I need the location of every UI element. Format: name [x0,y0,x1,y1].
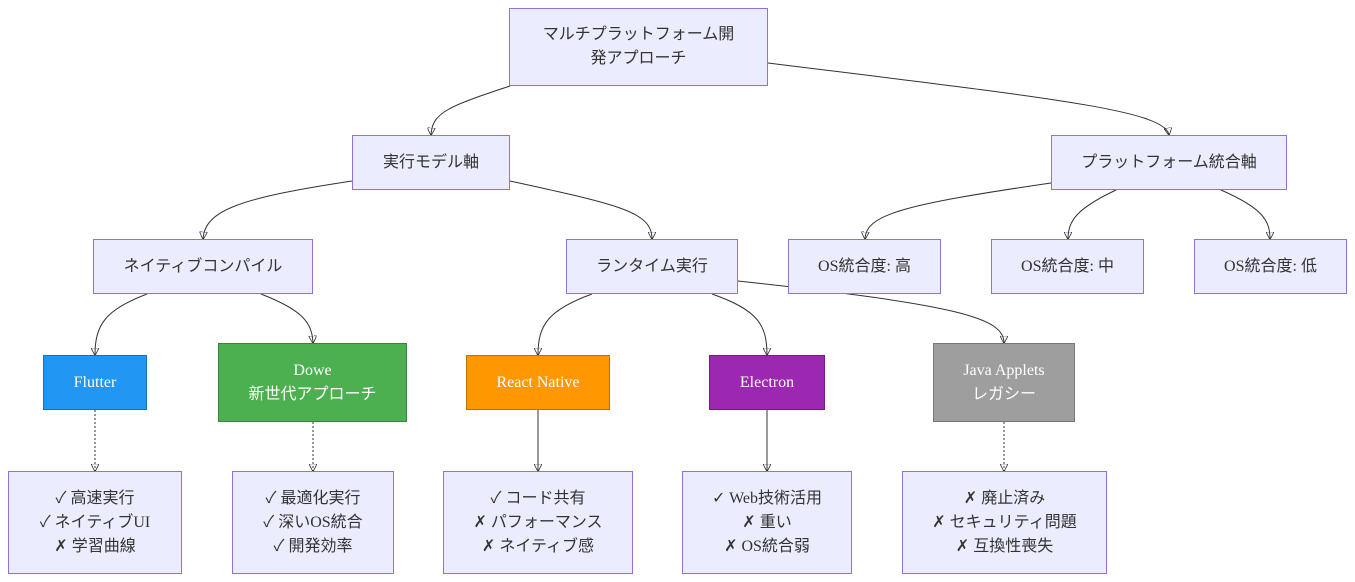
edge-native-flutter [95,293,148,355]
edge-native-dowe [260,293,313,343]
node-label-line: 実行モデル軸 [382,153,479,171]
edge-platform-os-low [1220,189,1270,239]
node-label-line: プラットフォーム統合軸 [1081,153,1257,171]
node-label-line: ✓ 高速実行 [55,489,135,507]
node-label-line: Dowe [293,361,332,379]
os-integration-low-node: OS統合度: 低 [1194,239,1347,294]
edge-runtime-electron [711,293,767,355]
node-label-line: ✗ 学習曲線 [54,537,136,555]
edge-root-execution [431,85,511,135]
node-label-line: 発アプローチ [590,50,687,67]
node-label-line: ✗ 重い [742,513,792,531]
node-label-line: ✓ 開発効率 [273,537,353,555]
java-applets-notes-node: ✗ 廃止済み ✗ セキュリティ問題 ✗ 互換性喪失 [902,471,1107,574]
react-native-node: React Native [466,355,610,410]
edge-root-platform [767,62,1169,135]
edge-execution-native [203,180,353,239]
runtime-exec-node: ランタイム実行 [566,239,738,294]
node-label-line: OS統合度: 高 [818,257,911,275]
platform-integration-axis-node: プラットフォーム統合軸 [1051,135,1287,190]
flutter-node: Flutter [43,355,147,410]
edge-execution-runtime [509,180,652,239]
dowe-node: Dowe 新世代アプローチ [218,343,407,422]
electron-node: Electron [709,355,825,410]
node-label-line: ✓ 深いOS統合 [263,513,363,531]
electron-notes-node: ✓ Web技術活用 ✗ 重い ✗ OS統合弱 [682,471,852,574]
root-node: マルチプラットフォーム開発アプローチ [509,8,768,86]
node-label-line: ✗ パフォーマンス [473,513,603,531]
node-label-line: ネイティブコンパイル [123,257,283,275]
node-label-line: OS統合度: 中 [1021,257,1114,275]
node-label-line: ✗ 互換性喪失 [955,537,1054,555]
java-applets-node: Java Applets レガシー [933,343,1075,422]
node-label-line: ランタイム実行 [596,257,708,275]
node-label-line: ✓ 最適化実行 [265,489,361,507]
node-label-line: Java Applets [963,361,1045,379]
os-integration-mid-node: OS統合度: 中 [991,239,1144,294]
node-label-line: ✗ OS統合弱 [724,537,810,555]
native-compile-node: ネイティブコンパイル [93,239,313,294]
edge-runtime-react [538,293,593,355]
execution-model-axis-node: 実行モデル軸 [352,135,510,190]
node-label-line: ✓ Web技術活用 [711,489,823,507]
edge-platform-os-high [865,182,1052,239]
node-label-line: ✗ 廃止済み [963,489,1046,507]
node-label-line: Electron [739,373,795,391]
node-label-line: Flutter [73,373,117,391]
react-native-notes-node: ✓ コード共有 ✗ パフォーマンス ✗ ネイティブ感 [443,471,633,574]
dowe-notes-node: ✓ 最適化実行 ✓ 深いOS統合 ✓ 開発効率 [232,471,394,574]
node-label-line: OS統合度: 低 [1224,257,1317,275]
node-label-line: レガシー [971,385,1036,403]
node-label-line: 新世代アプローチ [248,385,377,403]
node-label-line: React Native [496,373,580,391]
flutter-notes-node: ✓ 高速実行 ✓ ネイティブUI ✗ 学習曲線 [8,471,182,574]
node-label-line: ✓ コード共有 [490,489,586,507]
os-integration-high-node: OS統合度: 高 [788,239,941,294]
node-label-line: ✓ ネイティブUI [39,513,151,531]
node-label-line: マルチプラットフォーム開 [542,26,735,43]
node-label-line: ✗ セキュリティ問題 [932,513,1077,531]
node-label-line: ✗ ネイティブ感 [481,537,595,555]
edge-platform-os-mid [1068,189,1117,239]
